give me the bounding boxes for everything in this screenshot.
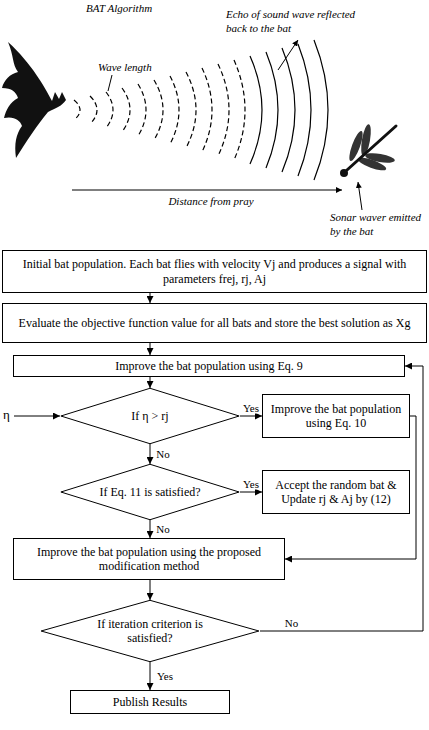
process-box: Publish Results	[70, 690, 230, 714]
node-text-group: Initial bat population. Each bat flies w…	[8, 257, 421, 286]
wave-arc	[298, 44, 311, 176]
process-box: Improve the bat population using Eq. 10	[262, 394, 410, 438]
dragonfly-body	[347, 126, 396, 170]
wave-arc	[74, 100, 80, 120]
process-box: Evaluate the objective function value fo…	[2, 303, 427, 343]
decision-diamond: If Eq. 11 is satisfied?	[60, 464, 240, 520]
node-text: If iteration criterion is satisfied?	[85, 617, 215, 646]
echo-waves	[250, 40, 328, 180]
node-text-group: If Eq. 11 is satisfied?	[99, 485, 200, 499]
node-text-group: Publish Results	[113, 695, 187, 709]
node-text: Publish Results	[113, 695, 187, 709]
decision-diamond: If η > rj	[60, 388, 240, 444]
edge-label: Yes	[156, 671, 174, 682]
dragonfly-wing	[357, 155, 388, 173]
annotation-label: Wave length	[98, 61, 178, 75]
diamond-shape	[41, 600, 259, 661]
dragonfly	[340, 124, 396, 177]
annotation-label: Echo of sound wave reflected back to the…	[226, 8, 376, 36]
wave-arc	[186, 72, 196, 148]
node-text-group: If iteration criterion is satisfied?	[85, 617, 215, 646]
wave-arc	[266, 52, 278, 168]
emitted-waves	[74, 60, 245, 160]
node-text: Initial bat population. Each bat flies w…	[8, 257, 421, 286]
node-text: Evaluate the objective function value fo…	[19, 316, 411, 330]
edge-label: No	[155, 449, 170, 460]
wave-arc	[218, 64, 229, 156]
node-text: Improve the bat population using Eq. 10	[268, 402, 404, 431]
node-text: Accept the random bat & Update rj & Aj b…	[268, 478, 404, 507]
wave-arc	[138, 84, 146, 136]
wave-arc	[154, 80, 163, 140]
dragonfly-wing	[359, 124, 372, 157]
flow-connector	[150, 377, 151, 388]
wave-arc	[202, 68, 212, 152]
wave-arc	[106, 92, 113, 128]
node-text-group: If η > rj	[131, 409, 168, 423]
diamond-shape	[61, 388, 239, 443]
flow-connector	[150, 293, 151, 303]
wave-arc	[122, 88, 130, 132]
edge-label: Yes	[242, 403, 260, 414]
process-box: Improve the bat population using the pro…	[13, 538, 285, 580]
leader-arrow	[278, 40, 298, 70]
node-text: If Eq. 11 is satisfied?	[99, 485, 200, 499]
leader-line	[108, 75, 112, 91]
node-text: If η > rj	[131, 409, 168, 423]
node-text-group: Improve the bat population using the pro…	[19, 545, 279, 574]
flow-connector	[240, 416, 262, 417]
edge-label: No	[155, 524, 170, 535]
wave-arc	[90, 96, 97, 124]
flow-connector	[150, 343, 151, 355]
flow-connector	[150, 520, 151, 538]
edge-label: Yes	[242, 479, 260, 490]
bat-silhouette	[2, 42, 66, 158]
dragonfly-wing	[365, 151, 396, 164]
node-text-group: Improve the bat population using Eq. 10	[268, 402, 404, 431]
annotation-label: Sonar waver emitted by the bat	[330, 211, 428, 239]
wave-arc	[282, 48, 295, 172]
node-text-group: Evaluate the objective function value fo…	[19, 316, 411, 330]
leader-arrow	[358, 182, 362, 210]
diamond-shape	[61, 464, 239, 519]
node-text-group: Accept the random bat & Update rj & Aj b…	[268, 478, 404, 507]
input-arrow	[14, 416, 60, 417]
annotation-label: η	[3, 407, 17, 423]
dragonfly-wing	[347, 130, 365, 163]
annotation-label: Distance from pray	[126, 195, 296, 209]
flow-connector	[285, 416, 416, 559]
flow-connector	[240, 492, 262, 493]
diagram-title: BAT Algorithm	[86, 2, 206, 16]
distance-arrow	[72, 190, 342, 191]
flow-connector	[150, 662, 151, 690]
flow-connector	[260, 366, 423, 631]
edge-label: No	[284, 618, 299, 629]
wave-arc	[234, 60, 245, 160]
wave-arc	[314, 40, 328, 180]
process-box: Initial bat population. Each bat flies w…	[2, 250, 427, 293]
flow-connector	[150, 580, 151, 600]
process-box: Accept the random bat & Update rj & Aj b…	[262, 470, 410, 514]
flow-connector	[150, 444, 151, 464]
node-text: Improve the bat population using the pro…	[19, 545, 279, 574]
dragonfly-head	[340, 169, 348, 177]
node-text-group: Improve the bat population using Eq. 9	[115, 359, 303, 373]
node-text: Improve the bat population using Eq. 9	[115, 359, 303, 373]
process-box: Improve the bat population using Eq. 9	[13, 355, 405, 377]
wave-arc	[250, 56, 262, 164]
decision-diamond: If iteration criterion is satisfied?	[40, 600, 260, 662]
wave-arc	[170, 76, 179, 144]
